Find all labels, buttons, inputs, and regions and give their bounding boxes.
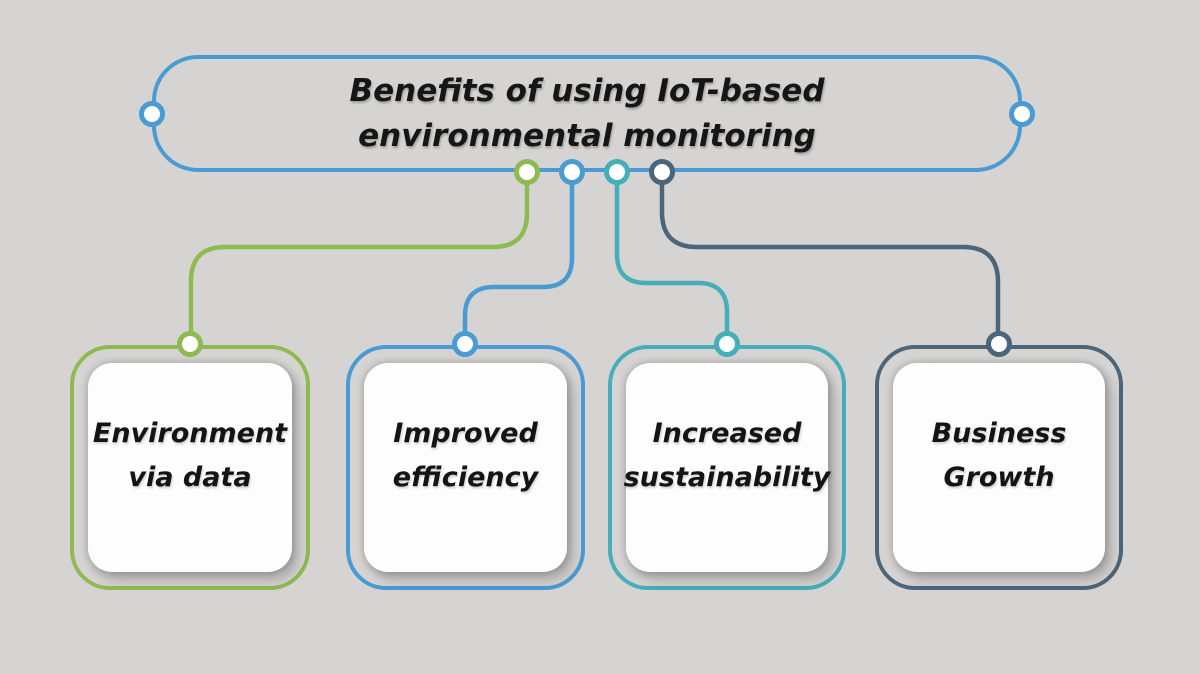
node-label-line-1: Business	[931, 417, 1067, 449]
node-business-growth: Business Growth	[875, 345, 1123, 590]
node-card-face: Business Growth	[893, 363, 1105, 572]
node-card-face: Increased sustainability	[624, 363, 831, 572]
node-label: Increased sustainability	[624, 412, 831, 500]
node-label-line-1: Increased	[652, 417, 802, 449]
node-label: Environment via data	[93, 412, 287, 500]
title-node: Benefits of using IoT-based environmenta…	[152, 55, 1022, 172]
node-card-face: Improved efficiency	[364, 363, 567, 572]
node-label-line-1: Environment	[92, 417, 288, 449]
connector-environment-via-data	[188, 169, 530, 347]
node-label-line-2: via data	[128, 461, 252, 493]
node-label-line-2: sustainability	[623, 461, 831, 493]
node-label-line-1: Improved	[393, 417, 538, 449]
title-line-2: environmental monitoring	[358, 117, 816, 154]
node-increased-sustainability: Increased sustainability	[608, 345, 846, 590]
node-card-face: Environment via data	[88, 363, 292, 572]
node-label: Business Growth	[932, 412, 1067, 500]
connector-business-growth	[659, 169, 1001, 347]
node-label-line-2: Growth	[943, 461, 1055, 493]
node-improved-efficiency: Improved efficiency	[346, 345, 585, 590]
node-environment-via-data: Environment via data	[70, 345, 310, 590]
node-label: Improved efficiency	[393, 412, 538, 500]
title-line-1: Benefits of using IoT-based	[349, 72, 825, 109]
connector-increased-sustainability	[614, 169, 730, 347]
connector-improved-efficiency	[462, 169, 575, 347]
node-label-line-2: efficiency	[392, 461, 539, 493]
